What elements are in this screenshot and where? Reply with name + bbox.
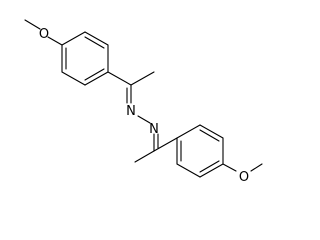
ring-top-bond-2 [61,71,86,86]
ring-bottom-inner-bond-2 [199,160,220,173]
chemical-structure-diagram: O N N O [24,19,263,185]
ring-bottom-bond-4 [199,163,224,178]
ring-bottom-inner-bond-1 [199,129,220,142]
bond-c-lower-methyl [134,150,155,163]
ring-bottom-bond-1 [176,124,201,139]
ring-top-bond-5 [84,31,109,46]
ring-top-inner-bond-3 [84,36,105,49]
bond-methyl-o-top [24,19,41,30]
atom-label-n-upper: N [126,104,136,119]
atom-label-o-top: O [39,27,49,42]
ring-bottom-bond-5 [176,163,201,178]
bond-ring-bottom-o-bottom [222,163,237,172]
atom-label-n-lower: N [149,122,159,137]
atom-label-layer: O N N O [39,27,249,185]
bond-o-bottom-methyl [250,163,263,172]
bond-o-ring-top [47,36,63,46]
bond-n-n [137,115,151,124]
ring-bottom-bond-2 [199,124,224,139]
ring-top-bond-6 [61,31,86,46]
bond-ring-top-to-c-upper [107,71,132,86]
atom-label-o-bottom: O [239,170,249,185]
ring-top-inner-bond-2 [84,68,105,81]
bond-c-lower-to-ring-bottom [153,137,178,152]
ring-top-bond-3 [84,71,109,86]
bond-layer [24,19,263,178]
bond-c-upper-methyl [130,71,155,86]
